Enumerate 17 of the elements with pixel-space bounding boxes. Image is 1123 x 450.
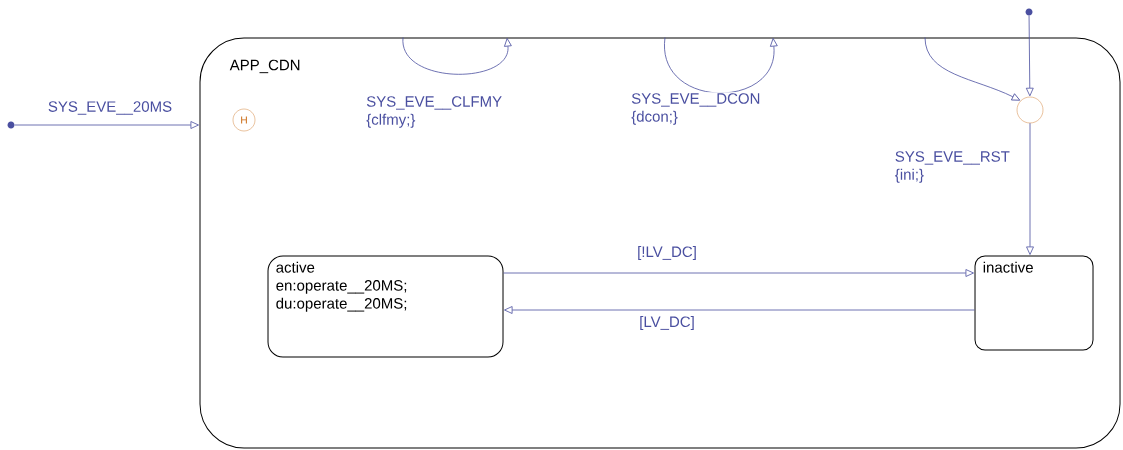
state-box: inactive bbox=[974, 255, 1094, 351]
arrow bbox=[402, 37, 512, 75]
edge-label: SYS_EVE__CLFMY {clfmy;} bbox=[365, 95, 502, 129]
junction-circle bbox=[1016, 96, 1044, 124]
arrow bbox=[924, 37, 1021, 101]
state-box: active en:operate__20MS; du:operate__20MS; bbox=[267, 255, 504, 358]
arrow bbox=[1026, 122, 1034, 255]
arrow bbox=[14, 121, 199, 129]
edge-label: [LV_DC] bbox=[638, 315, 696, 331]
edge-label: SYS_EVE__20MS bbox=[46, 100, 174, 116]
edge-label: [!LV_DC] bbox=[636, 245, 698, 261]
history-junction: H bbox=[232, 108, 256, 132]
arrow bbox=[503, 269, 974, 277]
arrow bbox=[504, 306, 975, 314]
edge-label: SYS_EVE__RST {ini;} bbox=[893, 150, 1021, 184]
edge-label: SYS_EVE__DCON {dcon;} bbox=[630, 92, 760, 126]
arrow bbox=[1025, 15, 1034, 97]
